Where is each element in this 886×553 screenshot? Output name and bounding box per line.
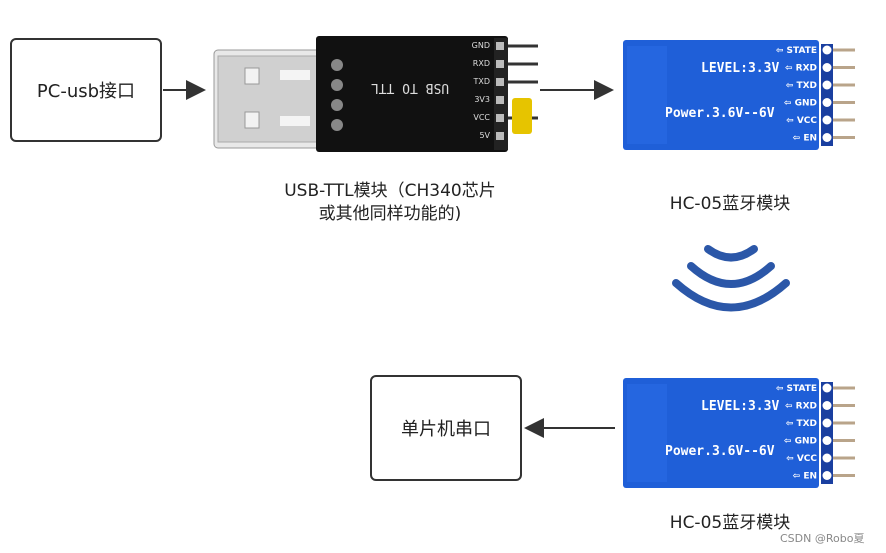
usb-ttl-module-image bbox=[213, 36, 538, 152]
pc-usb-interface-box: PC-usb接口 bbox=[10, 38, 162, 142]
hc05-caption-top: HC-05蓝牙模块 bbox=[669, 194, 791, 214]
hc05-pin-label: ⇦ VCC bbox=[786, 454, 817, 464]
usb-ttl-board-text: USB TO TTL bbox=[371, 80, 449, 95]
hc05-module-image-top: ⇦ STATE ⇦ RXD ⇦ TXD ⇦ GND ⇦ VCC ⇦ EN LEVEL:3.3… bbox=[623, 40, 855, 150]
usb-ttl-caption-line1: USB-TTL模块（CH340芯片 bbox=[284, 181, 496, 201]
hc05-power-text: Power.3.6V--6V bbox=[665, 106, 775, 121]
hc05-level-text: LEVEL:3.3V bbox=[701, 399, 779, 414]
usb-ttl-pin-label: TXD bbox=[472, 77, 490, 86]
hc05-pin-label: ⇦ TXD bbox=[786, 81, 817, 91]
hc05-pin-label: ⇦ EN bbox=[793, 472, 817, 482]
usb-ttl-pin-label: RXD bbox=[473, 59, 490, 68]
hc05-module-image-bottom: ⇦ STATE ⇦ RXD ⇦ TXD ⇦ GND ⇦ VCC ⇦ EN LEVEL:3.3… bbox=[623, 378, 855, 488]
hc05-pin-label: ⇦ TXD bbox=[786, 419, 817, 429]
hc05-pin-label: ⇦ GND bbox=[784, 437, 817, 447]
usb-ttl-caption-line2: 或其他同样功能的) bbox=[318, 203, 462, 224]
hc05-level-text: LEVEL:3.3V bbox=[701, 61, 779, 76]
hc05-pin-label: ⇦ EN bbox=[793, 134, 817, 144]
wireless-signal-icon bbox=[672, 245, 790, 312]
hc05-pin-label: ⇦ VCC bbox=[786, 116, 817, 126]
hc05-power-text: Power.3.6V--6V bbox=[665, 444, 775, 459]
usb-ttl-pin-label: VCC bbox=[473, 113, 490, 122]
watermark: CSDN @Robo夏 bbox=[780, 532, 865, 545]
hc05-pin-label: ⇦ GND bbox=[784, 99, 817, 109]
hc05-pin-label: ⇦ STATE bbox=[776, 384, 817, 394]
hc05-caption-bottom: HC-05蓝牙模块 bbox=[669, 513, 791, 533]
usb-ttl-pin-label: 3V3 bbox=[474, 95, 490, 104]
usb-ttl-caption: USB-TTL模块（CH340芯片 或其他同样功能的) bbox=[250, 180, 530, 226]
usb-ttl-pin-label: 5V bbox=[479, 131, 490, 140]
hc05-pin-label: ⇦ STATE bbox=[776, 46, 817, 56]
usb-ttl-pin-label: GND bbox=[472, 41, 490, 50]
hc05-pin-label: ⇦ RXD bbox=[785, 64, 817, 74]
hc05-pin-label: ⇦ RXD bbox=[785, 402, 817, 412]
mcu-serial-port-label: 单片机串口 bbox=[401, 419, 491, 440]
pc-usb-interface-label: PC-usb接口 bbox=[36, 81, 136, 102]
mcu-serial-port-box: 单片机串口 bbox=[370, 375, 522, 481]
